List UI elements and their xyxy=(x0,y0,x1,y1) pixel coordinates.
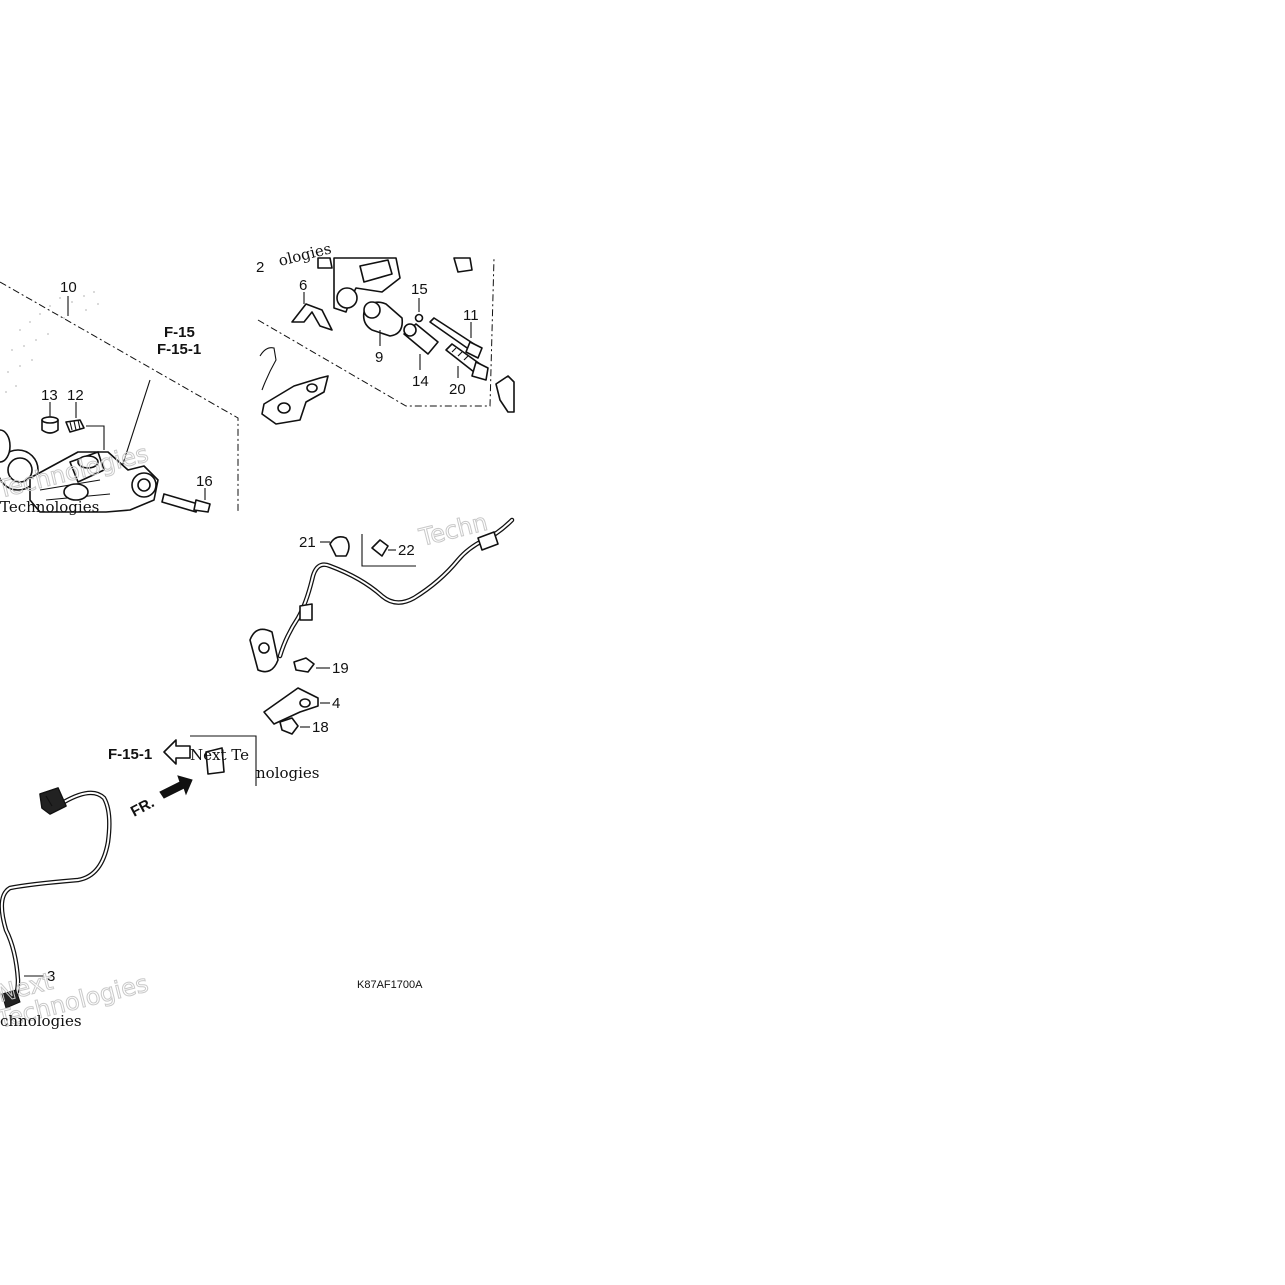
ref-f-15-1: F-15-1 xyxy=(157,341,201,358)
part-16-pin-bolt xyxy=(161,493,211,513)
sensor-3 xyxy=(1,989,21,1009)
caliper-body xyxy=(29,451,159,513)
front-arrow: FR. xyxy=(128,775,193,821)
callout-20: 20 xyxy=(449,381,466,398)
part-13-bleeder-cap xyxy=(41,416,59,434)
part-22-grommet xyxy=(371,539,389,557)
callout-16: 16 xyxy=(196,473,213,490)
callout-2: 2 xyxy=(256,259,264,276)
watermark-text: chnologies xyxy=(0,1012,82,1030)
halftone-wing xyxy=(5,291,99,393)
callout-15: 15 xyxy=(411,281,428,298)
diagram-code: K87AF1700A xyxy=(357,979,423,991)
callout-12: 12 xyxy=(67,387,84,404)
pad-hardware-panel: 2 6 15 11 9 14 20 ologies xyxy=(256,239,515,425)
part-19-bolt xyxy=(293,657,330,673)
caliper-top-piece xyxy=(317,257,473,313)
part-4-bracket xyxy=(263,687,330,725)
lower-cable-panel: 3 Next Technologies chnologies xyxy=(0,787,152,1035)
part-18-bolt xyxy=(279,717,310,735)
watermark-text: Next Te xyxy=(190,746,249,764)
part-20-bolt xyxy=(445,343,489,381)
callout-13: 13 xyxy=(41,387,58,404)
ref-f-15: F-15 xyxy=(164,324,195,341)
callout-6: 6 xyxy=(299,277,307,294)
ref-arrow-f-15-1: F-15-1 Next Te nologies xyxy=(108,735,320,786)
part-2-brake-pad xyxy=(261,375,329,425)
callout-22: 22 xyxy=(398,542,415,559)
part-21-clamp xyxy=(320,536,350,557)
callout-3: 3 xyxy=(47,968,55,985)
callout-9: 9 xyxy=(375,349,383,366)
connector xyxy=(39,787,67,815)
front-arrow-label: FR. xyxy=(128,794,157,820)
callout-14: 14 xyxy=(412,373,429,390)
callout-11: 11 xyxy=(463,307,479,324)
part-9-boot xyxy=(362,301,404,346)
caliper-panel: 10 13 12 16 F-15 F-15-1 Technologies xyxy=(0,279,239,516)
part-15-ring xyxy=(414,298,424,323)
callout-21: 21 xyxy=(299,534,316,551)
callout-19: 19 xyxy=(332,660,349,677)
watermark-text: Techn xyxy=(416,508,491,552)
watermark-text: nologies xyxy=(256,764,320,782)
callout-10: 10 xyxy=(60,279,77,296)
watermark-text: Technologies xyxy=(0,498,99,516)
part-11-pin xyxy=(429,317,483,359)
sensor-cable-panel: 21 22 19 4 18 Techn xyxy=(205,507,515,775)
callout-18: 18 xyxy=(312,719,329,736)
ref-f-15-1-left: F-15-1 xyxy=(108,746,152,763)
abs-sensor xyxy=(249,628,279,673)
part-6-pad-spring xyxy=(291,292,333,331)
part-14-sleeve xyxy=(403,323,439,370)
piston-seal xyxy=(0,429,39,491)
callout-4: 4 xyxy=(332,695,340,712)
part-12-bleed-screw xyxy=(65,419,85,433)
